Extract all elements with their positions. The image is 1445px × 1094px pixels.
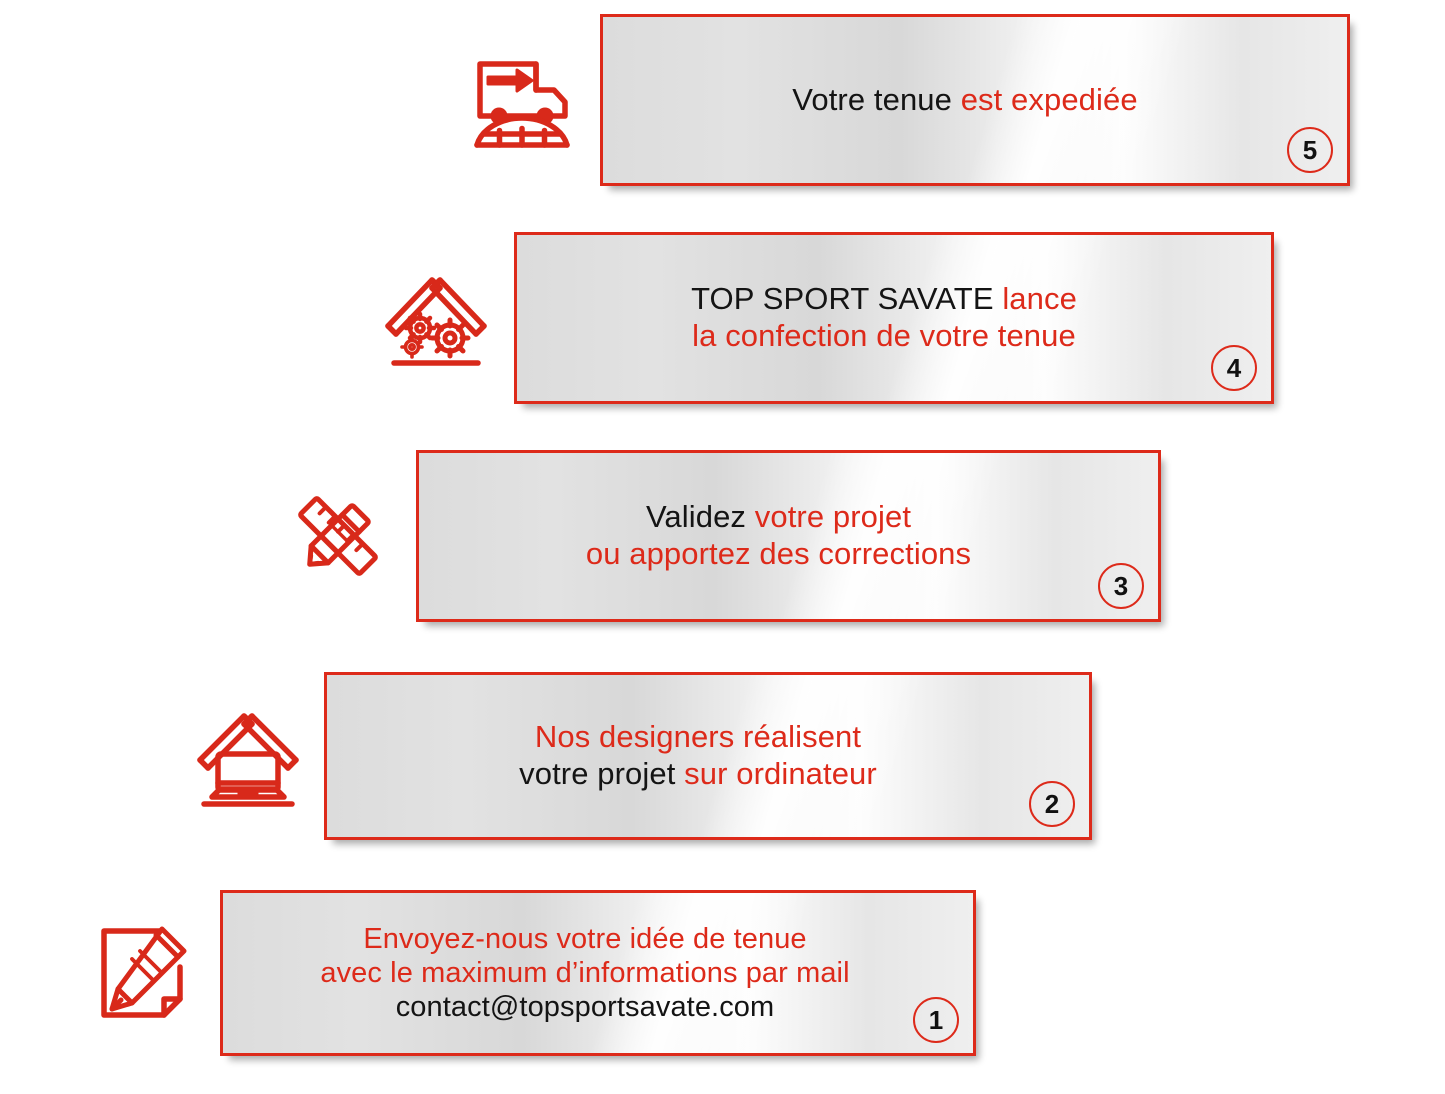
step-5-seg-1: Votre tenue <box>792 81 961 117</box>
step-2-number-badge: 2 <box>1029 781 1075 827</box>
step-1-text: Envoyez-nous votre idée de tenue avec le… <box>223 922 973 1025</box>
step-3-number-badge: 3 <box>1098 563 1144 609</box>
step-4-seg-2: lance <box>1002 281 1077 317</box>
step-1-line-2: avec le maximum d’informations par mail <box>320 956 850 989</box>
factory-roof-gears-icon <box>380 262 492 374</box>
step-3-line-1: Validez votre projet <box>453 499 1104 536</box>
document-pencil-icon <box>88 917 200 1029</box>
delivery-truck-globe-icon <box>466 44 578 156</box>
step-1-line-1: Envoyez-nous votre idée de tenue <box>363 922 807 955</box>
step-2-plaque: Nos designers réalisent votre projet sur… <box>324 672 1092 840</box>
step-5-text: Votre tenue est expediée <box>603 82 1347 119</box>
step-5-number-badge: 5 <box>1287 127 1333 173</box>
step-2-line-2: votre projet sur ordinateur <box>361 756 1035 793</box>
step-3-text: Validez votre projet ou apportez des cor… <box>419 499 1158 572</box>
process-step-5: Votre tenue est expediée 5 <box>466 14 1350 186</box>
step-2-text: Nos designers réalisent votre projet sur… <box>327 719 1089 792</box>
step-1-email-line: contact@topsportsavate.com <box>395 991 775 1024</box>
process-step-2: Nos designers réalisent votre projet sur… <box>192 672 1092 840</box>
step-5-seg-2: est expediée <box>960 81 1138 117</box>
roof-laptop-icon <box>192 700 304 812</box>
step-4-number-badge: 4 <box>1211 345 1257 391</box>
step-2-line-1: Nos designers réalisent <box>534 719 862 755</box>
process-step-3: Validez votre projet ou apportez des cor… <box>282 450 1161 622</box>
step-3-seg-1: Validez <box>645 499 755 535</box>
step-1-number-badge: 1 <box>913 997 959 1043</box>
ruler-pencil-cross-icon <box>282 480 394 592</box>
process-step-1: Envoyez-nous votre idée de tenue avec le… <box>88 890 976 1056</box>
step-5-line-1: Votre tenue est expediée <box>637 82 1293 119</box>
step-3-seg-2: votre projet <box>754 499 912 535</box>
step-3-line-2: ou apportez des corrections <box>585 536 972 571</box>
step-5-plaque: Votre tenue est expediée 5 <box>600 14 1350 186</box>
process-step-4: TOP SPORT SAVATE lance la confection de … <box>380 232 1274 404</box>
step-4-plaque: TOP SPORT SAVATE lance la confection de … <box>514 232 1274 404</box>
step-2-seg-2: sur ordinateur <box>684 756 877 791</box>
step-4-line-1: TOP SPORT SAVATE lance <box>551 281 1217 318</box>
step-4-line-2: la confection de votre tenue <box>692 318 1076 353</box>
step-4-text: TOP SPORT SAVATE lance la confection de … <box>517 281 1271 354</box>
step-2-seg-1: votre projet <box>519 756 685 791</box>
step-3-plaque: Validez votre projet ou apportez des cor… <box>416 450 1161 622</box>
step-1-plaque: Envoyez-nous votre idée de tenue avec le… <box>220 890 976 1056</box>
step-4-seg-1: TOP SPORT SAVATE <box>691 281 1003 317</box>
